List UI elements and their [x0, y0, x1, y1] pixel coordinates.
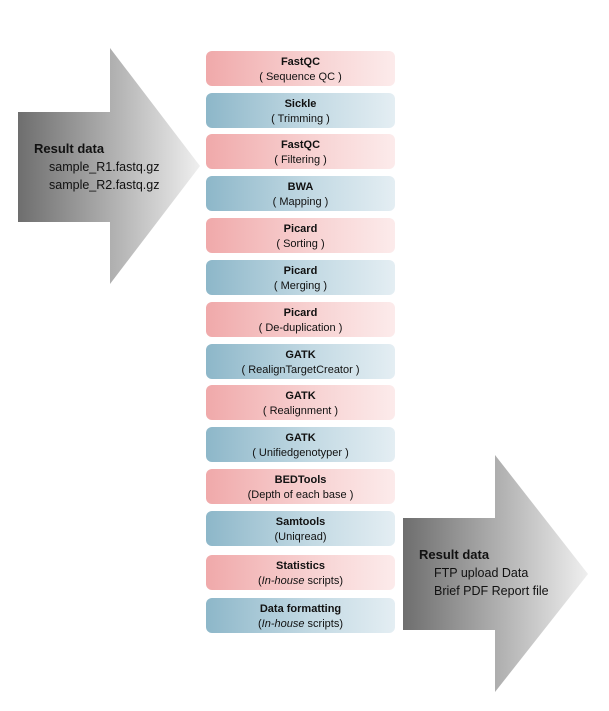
- output-line-1: FTP upload Data: [434, 566, 529, 580]
- output-arrow: [403, 455, 588, 692]
- step-name: Samtools: [275, 516, 326, 528]
- step-desc: (In-house scripts): [206, 574, 395, 588]
- step-name: Statistics: [276, 560, 325, 572]
- input-file-2: sample_R2.fastq.gz: [49, 178, 160, 192]
- step-data-formatting: Data formatting (In-house scripts): [206, 598, 395, 633]
- step-statistics: Statistics (In-house scripts): [206, 555, 395, 590]
- step-picard-merging: Picard ( Merging ): [206, 260, 395, 295]
- output-arrow-text: Result data FTP upload Data Brief PDF Re…: [419, 546, 549, 600]
- step-bwa-mapping: BWA ( Mapping ): [206, 176, 395, 211]
- output-arrow-title: Result data: [419, 547, 490, 562]
- step-desc-italic: In-house: [261, 575, 305, 587]
- step-desc: ( Realignment ): [262, 405, 339, 417]
- step-fastqc-sequence-qc: FastQC ( Sequence QC ): [206, 51, 395, 86]
- step-desc: ( Filtering ): [274, 154, 327, 166]
- input-file-1: sample_R1.fastq.gz: [49, 160, 160, 174]
- step-name: BWA: [287, 181, 314, 193]
- step-samtools-uniqread: Samtools (Uniqread): [206, 511, 395, 546]
- step-gatk-realigntargetcreator: GATK ( RealignTargetCreator ): [206, 344, 395, 379]
- step-name: GATK: [285, 390, 316, 402]
- step-desc-post: scripts): [304, 618, 343, 630]
- step-desc: ( Merging ): [273, 280, 328, 292]
- step-gatk-realignment: GATK ( Realignment ): [206, 385, 395, 420]
- step-name: GATK: [285, 349, 316, 361]
- step-fastqc-filtering: FastQC ( Filtering ): [206, 134, 395, 169]
- step-name: BEDTools: [274, 474, 327, 486]
- step-desc: ( Unifiedgenotyper ): [252, 447, 349, 459]
- step-picard-dedup: Picard ( De-duplication ): [206, 302, 395, 337]
- input-arrow-text: Result data sample_R1.fastq.gz sample_R2…: [34, 140, 159, 194]
- step-desc: (Uniqread): [274, 531, 327, 543]
- step-name: Picard: [283, 265, 318, 277]
- step-desc: ( Sorting ): [276, 238, 325, 250]
- step-desc-pre: (: [258, 618, 262, 630]
- input-arrow-title: Result data: [34, 141, 105, 156]
- step-bedtools-depth: BEDTools (Depth of each base ): [206, 469, 395, 504]
- step-desc: ( RealignTargetCreator ): [241, 364, 360, 376]
- step-gatk-unifiedgenotyper: GATK ( Unifiedgenotyper ): [206, 427, 395, 462]
- step-name: FastQC: [280, 139, 321, 151]
- output-line-2: Brief PDF Report file: [434, 584, 549, 598]
- step-sickle-trimming: Sickle ( Trimming ): [206, 93, 395, 128]
- step-desc-post: scripts): [304, 575, 343, 587]
- step-name: Sickle: [284, 98, 317, 110]
- step-name: Data formatting: [259, 603, 342, 615]
- step-desc: (In-house scripts): [206, 617, 395, 631]
- step-desc: (Depth of each base ): [247, 489, 354, 501]
- step-desc: ( De-duplication ): [258, 322, 343, 334]
- step-picard-sorting: Picard ( Sorting ): [206, 218, 395, 253]
- step-name: FastQC: [280, 56, 321, 68]
- step-name: Picard: [283, 223, 318, 235]
- step-desc: ( Sequence QC ): [259, 71, 342, 83]
- step-desc: ( Trimming ): [271, 113, 330, 125]
- step-name: GATK: [285, 432, 316, 444]
- step-name: Picard: [283, 307, 318, 319]
- step-desc-pre: (: [258, 575, 262, 587]
- step-desc-italic: In-house: [261, 618, 305, 630]
- step-desc: ( Mapping ): [272, 196, 329, 208]
- input-arrow: [18, 48, 200, 284]
